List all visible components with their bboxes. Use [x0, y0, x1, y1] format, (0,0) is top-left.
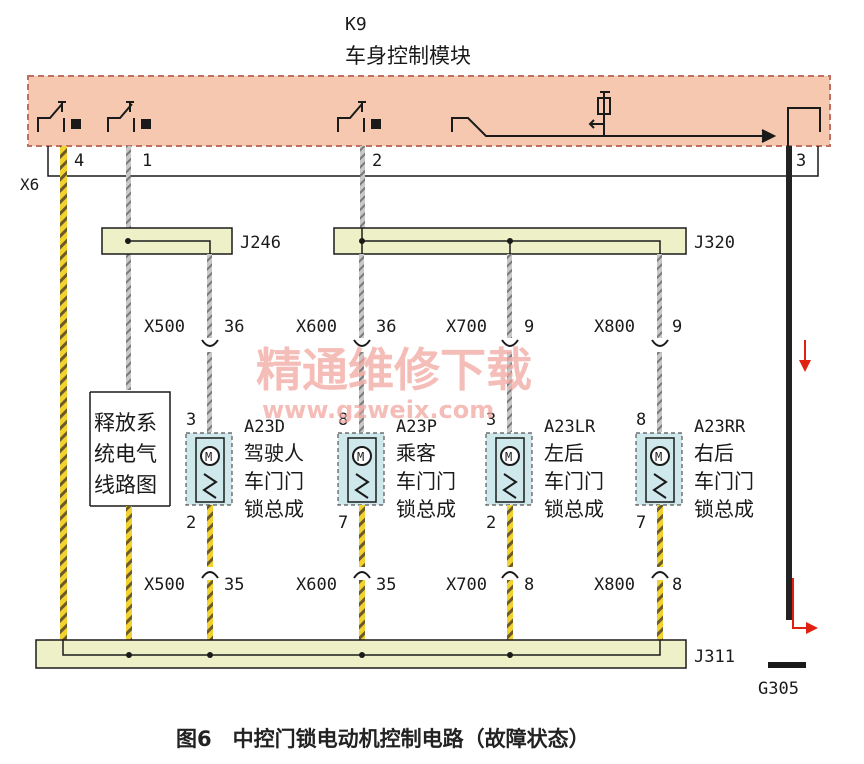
motor-icon: [352, 446, 372, 466]
motor-1-code: A23P: [396, 417, 437, 437]
wire-j320-a23rr: [657, 254, 662, 338]
motor-a23rr: M: [635, 432, 683, 506]
pin-1-label: 1: [142, 151, 152, 171]
plug-upper-2-name: X700: [446, 317, 487, 337]
motor-0-pin-top: 3: [186, 410, 196, 430]
plug-lower-2-pin: 8: [524, 575, 534, 595]
plug-x500-lower-icon: [201, 571, 219, 579]
plug-lower-2-name: X700: [446, 575, 487, 595]
motor-icon: [650, 446, 670, 466]
motor-2-line2: 车门门: [544, 469, 604, 493]
junction-j246-label: J246: [240, 233, 281, 253]
watermark-url: www.gzweix.com: [262, 396, 494, 424]
plug-lower-1-name: X600: [296, 575, 337, 595]
watermark-cn: 精通维修下载: [256, 343, 532, 397]
plug-upper-1-pin: 36: [376, 317, 396, 337]
plug-lower-0-name: X500: [144, 575, 185, 595]
svg-text:M: M: [357, 450, 364, 464]
motor-1-line2: 车门门: [396, 469, 456, 493]
motor-0-line2: 车门门: [244, 469, 304, 493]
motor-2-pin-bottom: 2: [486, 513, 496, 533]
ground-icon: [768, 662, 806, 668]
ref-box-line1: 释放系: [94, 411, 157, 435]
pin-4-label: 4: [74, 151, 84, 171]
motor-0-code: A23D: [244, 417, 285, 437]
connector-x6-line: [47, 146, 819, 177]
svg-text:M: M: [655, 450, 662, 464]
svg-text:M: M: [505, 450, 512, 464]
motor-3-pin-bottom: 7: [636, 513, 646, 533]
motor-icon: [500, 446, 520, 466]
plug-lower-0-pin: 35: [224, 575, 244, 595]
plug-upper-0-name: X500: [144, 317, 185, 337]
ref-box-line3: 线路图: [94, 473, 157, 497]
motor-3-line1: 右后: [694, 441, 734, 465]
plug-x700-upper-icon: [501, 339, 519, 347]
switch-3-icon: [451, 91, 821, 146]
motor-1-pin-bottom: 7: [338, 513, 348, 533]
plug-upper-3-pin: 9: [672, 317, 682, 337]
switch-4-icon: [37, 101, 81, 132]
motor-a23d: M: [185, 432, 233, 506]
module-name: 车身控制模块: [345, 44, 471, 68]
ref-box-line2: 统电气: [94, 442, 157, 466]
motor-0-line1: 驾驶人: [244, 441, 304, 465]
svg-text:M: M: [205, 450, 212, 464]
junction-j320-label: J320: [694, 233, 735, 253]
motor-1-line3: 锁总成: [396, 497, 456, 521]
plug-x500-upper-icon: [201, 339, 219, 347]
wire-pin2: [360, 146, 365, 228]
body-control-module-box: [27, 75, 831, 147]
motor-1-pin-top: 8: [338, 410, 348, 430]
motor-3-pin-top: 8: [636, 410, 646, 430]
plug-x700-lower-icon: [501, 571, 519, 579]
plug-upper-2-pin: 9: [524, 317, 534, 337]
junction-j311-label: J311: [694, 647, 735, 667]
plug-upper-0-pin: 36: [224, 317, 244, 337]
motor-2-line3: 锁总成: [544, 497, 604, 521]
plug-lower-3-pin: 8: [672, 575, 682, 595]
connector-x6: X6: [20, 175, 39, 194]
wire-j320-a23p: [359, 254, 364, 338]
motor-3-line3: 锁总成: [694, 497, 754, 521]
pin-2-label: 2: [372, 151, 382, 171]
ground-label: G305: [758, 679, 799, 699]
motor-a23p: M: [337, 432, 385, 506]
motor-icon: [200, 446, 220, 466]
switch-2-icon: [337, 101, 381, 132]
plug-x800-upper-icon: [651, 339, 669, 347]
motor-1-line1: 乘客: [396, 441, 436, 465]
motor-2-pin-top: 3: [486, 410, 496, 430]
motor-2-code: A23LR: [544, 417, 596, 437]
plug-lower-1-pin: 35: [376, 575, 396, 595]
motor-0-line3: 锁总成: [244, 497, 304, 521]
motor-3-code: A23RR: [694, 417, 746, 437]
wire-pin1: [126, 146, 131, 390]
wire-j320-a23lr: [507, 254, 512, 338]
plug-x600-lower-icon: [353, 571, 371, 579]
plug-upper-3-name: X800: [594, 317, 635, 337]
wire-j246-a23d: [207, 254, 212, 338]
module-code: K9: [345, 14, 367, 35]
plug-lower-3-name: X800: [594, 575, 635, 595]
motor-3-line2: 车门门: [694, 469, 754, 493]
pin-3-label: 3: [796, 151, 806, 171]
motor-2-line1: 左后: [544, 441, 584, 465]
motor-0-pin-bottom: 2: [186, 513, 196, 533]
plug-upper-1-name: X600: [296, 317, 337, 337]
wire-pin4-ground: [60, 146, 67, 644]
switch-1-icon: [107, 101, 151, 132]
plug-x800-lower-icon: [651, 571, 669, 579]
fault-arrow-icon: [792, 340, 818, 634]
plug-x600-upper-icon: [353, 339, 371, 347]
wire-ref-ground: [126, 506, 132, 644]
wire-pin3-ground: [786, 146, 792, 620]
motor-a23lr: M: [485, 432, 533, 506]
figure-caption: 图6 中控门锁电动机控制电路（故障状态）: [176, 727, 590, 751]
